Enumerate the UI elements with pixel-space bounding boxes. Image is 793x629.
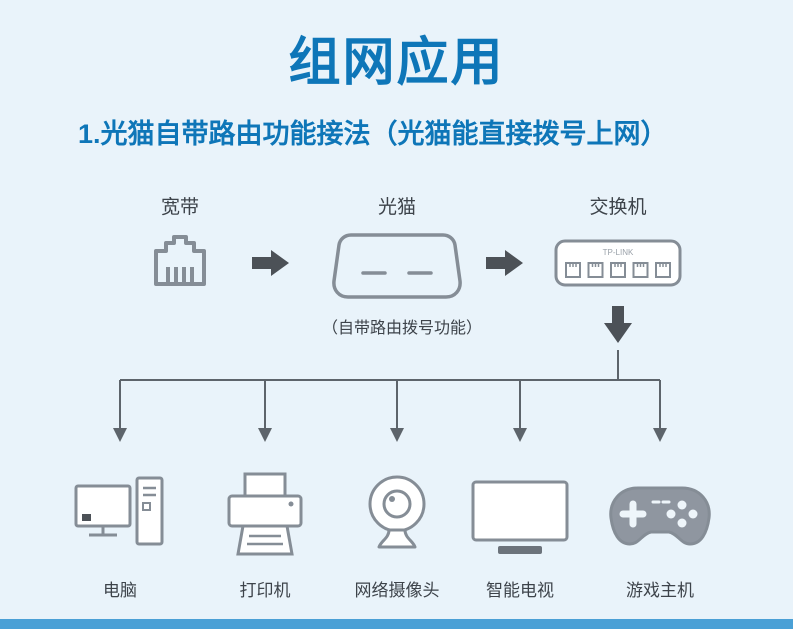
broadband-label: 宽带 xyxy=(160,197,199,218)
node-modem: 光猫 （自带路由拨号功能） xyxy=(322,192,483,338)
rj45-port-icon xyxy=(120,229,240,293)
device-label: 打印机 xyxy=(239,581,291,600)
node-switch: 交换机 TP-LINK xyxy=(550,192,686,297)
device-smart-tv: 智能电视 xyxy=(450,462,590,601)
footer-accent-bar xyxy=(0,619,793,629)
connector-tree xyxy=(90,350,690,450)
desktop-computer-icon xyxy=(73,470,168,562)
page-title: 组网应用 xyxy=(288,34,505,92)
device-label: 智能电视 xyxy=(486,581,554,600)
section-heading: 1.光猫自带路由功能接法（光猫能直接拨号上网） xyxy=(78,119,668,149)
modem-icon xyxy=(322,229,472,304)
device-computer: 电脑 xyxy=(50,462,190,601)
printer-icon xyxy=(221,470,309,562)
gamepad-icon xyxy=(606,480,714,552)
device-printer: 打印机 xyxy=(195,462,335,601)
device-label: 网络摄像头 xyxy=(354,581,440,600)
device-label: 电脑 xyxy=(103,581,137,600)
device-webcam: 网络摄像头 xyxy=(327,462,467,601)
modem-label: 光猫 xyxy=(377,197,416,218)
webcam-icon xyxy=(359,470,435,562)
modem-note: （自带路由拨号功能） xyxy=(322,320,483,337)
device-label: 游戏主机 xyxy=(626,581,694,600)
device-game-console: 游戏主机 xyxy=(590,462,730,601)
network-switch-icon: TP-LINK xyxy=(550,229,686,297)
switch-label: 交换机 xyxy=(589,197,647,218)
switch-brand-text: TP-LINK xyxy=(603,248,634,257)
arrow-right-icon xyxy=(486,250,524,276)
node-broadband: 宽带 xyxy=(120,192,240,293)
arrow-down-icon xyxy=(604,306,632,344)
tv-icon xyxy=(470,474,570,558)
arrow-right-icon xyxy=(252,250,290,276)
